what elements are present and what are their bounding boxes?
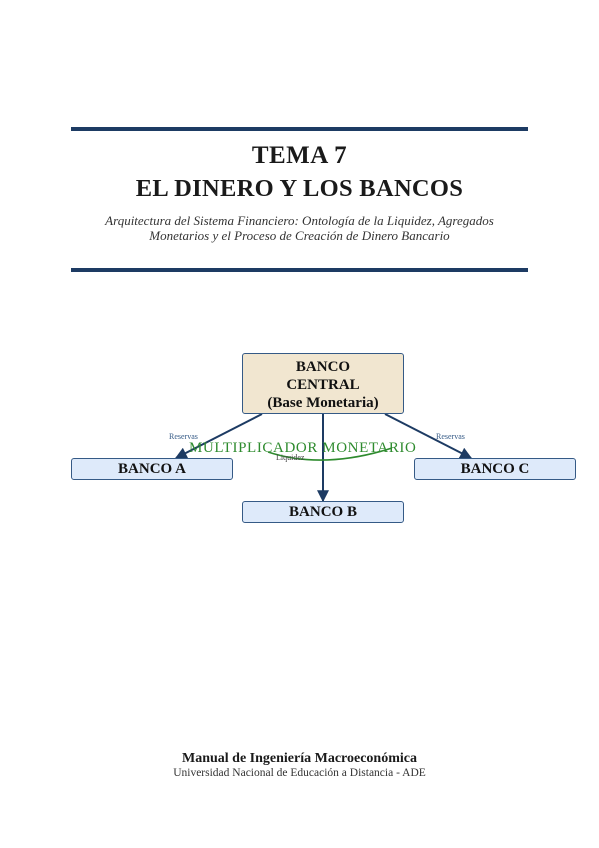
arrow-to-bank-c [384,413,473,459]
chapter-number: TEMA 7 [251,142,348,169]
multiplier-curve [267,447,393,461]
liquidity-label: Liquidez [276,453,305,462]
header-bottom-rule [71,268,528,272]
reserves-label-right: Reservas [436,432,465,441]
bank-c-box: BANCO C [414,458,576,480]
arrow-to-bank-a [174,413,263,459]
footer-title: Manual de Ingeniería Macroeconómica [182,751,417,766]
central-bank-box: BANCO CENTRAL (Base Monetaria) [242,353,404,414]
reserves-label-left: Reservas [169,432,198,441]
bank-a-box: BANCO A [71,458,233,480]
subtitle-line-2: Monetarios y el Proceso de Creación de D… [149,228,450,243]
central-bank-line-3: (Base Monetaria) [267,395,379,411]
bank-b-box: BANCO B [242,501,404,523]
money-multiplier-label: MULTIPLICADOR MONETARIO [189,440,417,456]
subtitle-line-1: Arquitectura del Sistema Financiero: Ont… [105,213,494,228]
footer-subtitle: Universidad Nacional de Educación a Dist… [173,767,426,779]
header-top-rule [71,127,528,131]
central-bank-line-1: BANCO [295,359,351,375]
chapter-subtitle: Arquitectura del Sistema Financiero: Ont… [60,213,539,243]
central-bank-line-2: CENTRAL [286,377,360,393]
chapter-title: EL DINERO Y LOS BANCOS [135,175,464,202]
